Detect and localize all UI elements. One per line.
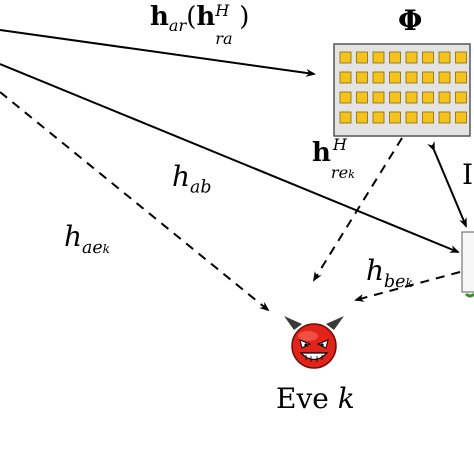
ris-element	[455, 51, 467, 64]
label-h-ar-sub: ar	[168, 16, 187, 36]
label-h-aek-base: h	[64, 220, 83, 253]
label-h-bek: hbek	[366, 254, 413, 290]
label-h-bek-subsub: k	[405, 275, 413, 290]
ris-element	[356, 71, 368, 84]
ris-element	[422, 111, 434, 124]
label-h-aek-subsub: k	[102, 241, 111, 256]
ris-element	[372, 111, 385, 124]
label-h-rek-sub: re	[330, 163, 349, 182]
ris-element	[372, 51, 385, 64]
ris-element	[372, 71, 385, 84]
ris-element	[356, 51, 368, 64]
ris-element	[356, 91, 368, 104]
ris-element	[339, 71, 352, 84]
label-h-ra-base: h	[196, 2, 216, 32]
ris-element	[389, 71, 401, 84]
ris-element	[389, 91, 401, 104]
arrow-h-ab	[0, 63, 460, 253]
ris-element	[455, 111, 467, 124]
ris-element	[405, 111, 418, 124]
label-h-ab-base: h	[172, 160, 191, 193]
arrow-ris-bob-link	[427, 141, 467, 228]
ris-element	[438, 111, 451, 124]
ris-element	[438, 71, 451, 84]
arrow-h-ar	[0, 29, 316, 77]
ris-element	[405, 71, 418, 84]
ris-element	[339, 111, 352, 124]
ris-element	[422, 71, 434, 84]
ris-element	[372, 91, 385, 104]
label-h-bek-base: h	[366, 254, 385, 287]
label-eve-index: k	[337, 382, 355, 415]
label-bob-partial: I	[462, 158, 474, 191]
ris-element	[455, 91, 467, 104]
ris-element	[422, 91, 434, 104]
label-eve-name: Eve	[276, 382, 329, 415]
ris-panel-icon	[333, 43, 471, 137]
label-eve: Eve k	[276, 382, 355, 415]
arrow-h-aek	[0, 91, 270, 312]
ris-element	[356, 111, 368, 124]
ris-element	[389, 111, 401, 124]
label-h-rek-subsub: k	[348, 168, 355, 181]
label-h-ab-sub: ab	[190, 177, 212, 198]
arrow-h-bek	[354, 271, 461, 302]
bob-partial-icon	[461, 231, 474, 298]
label-h-bek-sub: be	[384, 271, 406, 292]
label-h-ab: hab	[172, 160, 212, 196]
label-h-ar-paren-open: (	[186, 2, 197, 32]
ris-element	[405, 51, 418, 64]
ris-element	[389, 51, 401, 64]
ris-element	[438, 51, 451, 64]
label-phi: Φ	[398, 4, 423, 37]
ris-element	[438, 91, 451, 104]
label-h-aek-sub: ae	[82, 237, 103, 258]
label-h-rek-base: h	[312, 138, 331, 168]
label-h-aek: haek	[64, 220, 111, 256]
arrow-h-rek	[312, 137, 403, 282]
ris-element	[339, 91, 352, 104]
ris-element	[339, 51, 352, 64]
ris-element	[405, 91, 418, 104]
devil-icon	[284, 316, 344, 369]
label-h-ar-base: h	[150, 2, 169, 32]
label-h-ar-paren-close: )	[239, 2, 250, 32]
ris-element	[455, 71, 467, 84]
ris-element	[422, 51, 434, 64]
